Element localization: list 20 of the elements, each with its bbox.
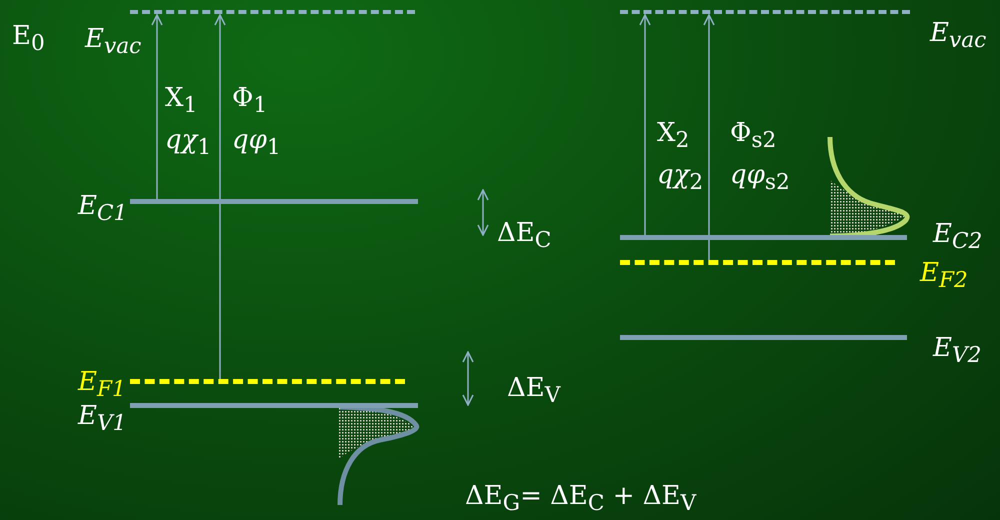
arrow — [639, 14, 651, 235]
formula-label: ΔE$_{C}$ — [497, 217, 552, 256]
energy-level-label: E$_{C2}$ — [933, 221, 982, 253]
edge-label: Χ$_{1}$ qχ$_{1}$ — [165, 82, 212, 162]
arrow — [151, 14, 163, 199]
edge-label: Χ$_{2}$ qχ$_{2}$ — [657, 117, 704, 197]
energy-reference-label: E$_{0}$ — [12, 20, 45, 58]
energy-level-label: E$_{F2}$ — [920, 260, 968, 292]
formula-label: ΔE$_{V}$ — [507, 372, 560, 410]
energy-level-label: E$_{V2}$ — [933, 335, 982, 367]
arrow — [214, 14, 226, 379]
edge-label: Φ$_{1}$ qφ$_{1}$ — [232, 82, 282, 162]
formula-label: ΔE$_{G}$= ΔE$_{C}$ + ΔE$_{V}$ — [465, 480, 696, 518]
energy-level-label: E$_{C1}$ — [78, 193, 128, 225]
edge-label: Φ$_{s2}$ qφ$_{s2}$ — [730, 117, 790, 197]
energy-level-label: E$_{vac}$ — [930, 20, 986, 52]
arrow — [703, 14, 715, 260]
energy-level-label: E$_{F1}$ — [78, 369, 126, 401]
energy-level-label: E$_{vac}$ — [85, 26, 142, 58]
energy-level-label: E$_{V1}$ — [78, 403, 126, 435]
